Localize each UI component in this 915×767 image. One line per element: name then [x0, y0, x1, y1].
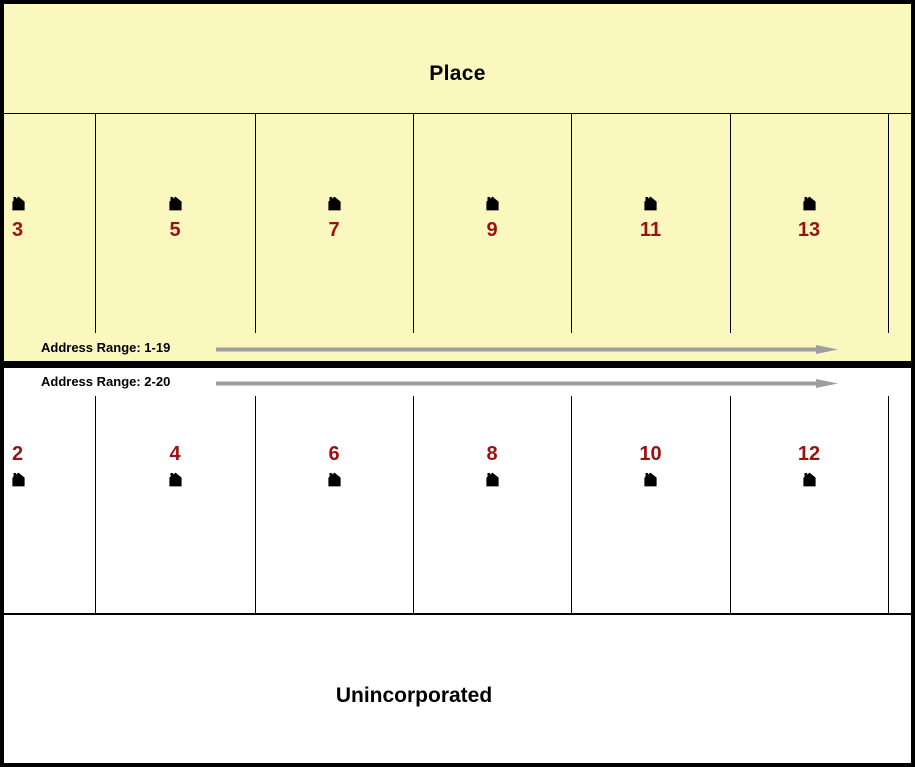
house-icon: [644, 196, 657, 211]
lot-divider: [730, 396, 731, 613]
lot-divider: [95, 114, 96, 333]
lot-divider: [255, 114, 256, 333]
place-title: Place: [429, 62, 486, 85]
lot-divider: [888, 396, 889, 613]
lot-cell[interactable]: 4: [95, 396, 255, 613]
lot-content: 9: [413, 196, 571, 240]
house-icon: [485, 196, 499, 211]
house-icon: [644, 472, 657, 487]
lot-cell[interactable]: 5: [95, 114, 255, 333]
lot-number: 4: [169, 443, 181, 465]
lot-cell[interactable]: 8: [413, 396, 571, 613]
lot-divider: [413, 114, 414, 333]
house-icon: [802, 196, 816, 211]
house-icon: [802, 472, 816, 487]
lot-number: 12: [797, 443, 821, 465]
lot-number: 9: [486, 219, 498, 241]
lot-number: 7: [328, 219, 340, 241]
house-icon: [485, 472, 499, 487]
lot-cell[interactable]: 2: [4, 396, 95, 613]
even-address-range-band: Address Range: 2-20: [4, 368, 911, 397]
lot-divider: [95, 396, 96, 613]
house-icon: [327, 472, 341, 487]
lot-content: 12: [730, 444, 888, 487]
lot-content: 11: [571, 196, 730, 240]
lot-content: 2: [4, 444, 103, 487]
lot-content: 7: [255, 196, 413, 240]
lot-cell[interactable]: 12: [730, 396, 888, 613]
lot-content: 3: [4, 196, 103, 240]
lot-cell[interactable]: 11: [571, 114, 730, 333]
lot-content: 6: [255, 444, 413, 487]
even-lot-row: 2 4 6 8 10 12: [4, 396, 911, 613]
lot-number: 2: [12, 443, 24, 465]
lot-content: 10: [571, 444, 730, 487]
lot-divider: [571, 396, 572, 613]
street-center-line: [4, 361, 911, 368]
lot-divider: [571, 114, 572, 333]
odd-range-arrow-icon: [216, 345, 838, 354]
lot-number: 8: [486, 443, 498, 465]
house-icon: [168, 472, 182, 487]
lot-divider: [730, 114, 731, 333]
lot-cell[interactable]: 9: [413, 114, 571, 333]
lot-cell[interactable]: 13: [730, 114, 888, 333]
house-icon: [12, 196, 25, 211]
odd-lot-row: 3 5 7 9 11 13: [4, 114, 911, 333]
lot-cell[interactable]: 7: [255, 114, 413, 333]
lot-content: 8: [413, 444, 571, 487]
house-icon: [168, 196, 182, 211]
lot-number: 5: [169, 219, 181, 241]
lot-content: 4: [95, 444, 255, 487]
lot-content: 13: [730, 196, 888, 240]
unincorporated-divider: [4, 613, 911, 615]
lot-cell[interactable]: 10: [571, 396, 730, 613]
lot-number: 10: [639, 443, 662, 465]
house-icon: [327, 196, 341, 211]
lot-content: 5: [95, 196, 255, 240]
place-area: Place: [4, 4, 911, 362]
lot-divider: [888, 114, 889, 333]
lot-number: 6: [328, 443, 340, 465]
lot-divider: [255, 396, 256, 613]
house-icon: [12, 472, 25, 487]
lot-cell[interactable]: 6: [255, 396, 413, 613]
even-address-range-label: Address Range: 2-20: [41, 374, 171, 389]
place-caption-divider: [4, 113, 911, 114]
lot-divider: [413, 396, 414, 613]
lot-cell[interactable]: 3: [4, 114, 95, 333]
unincorporated-title: Unincorporated: [335, 684, 493, 707]
odd-address-range-band: Address Range: 1-19: [4, 334, 911, 363]
lot-number: 3: [12, 219, 24, 241]
unincorporated-area: Unincorporated: [4, 615, 911, 763]
lot-number: 11: [639, 219, 662, 241]
lot-number: 13: [797, 219, 821, 241]
odd-address-range-label: Address Range: 1-19: [41, 340, 171, 355]
even-range-arrow-icon: [216, 379, 838, 388]
